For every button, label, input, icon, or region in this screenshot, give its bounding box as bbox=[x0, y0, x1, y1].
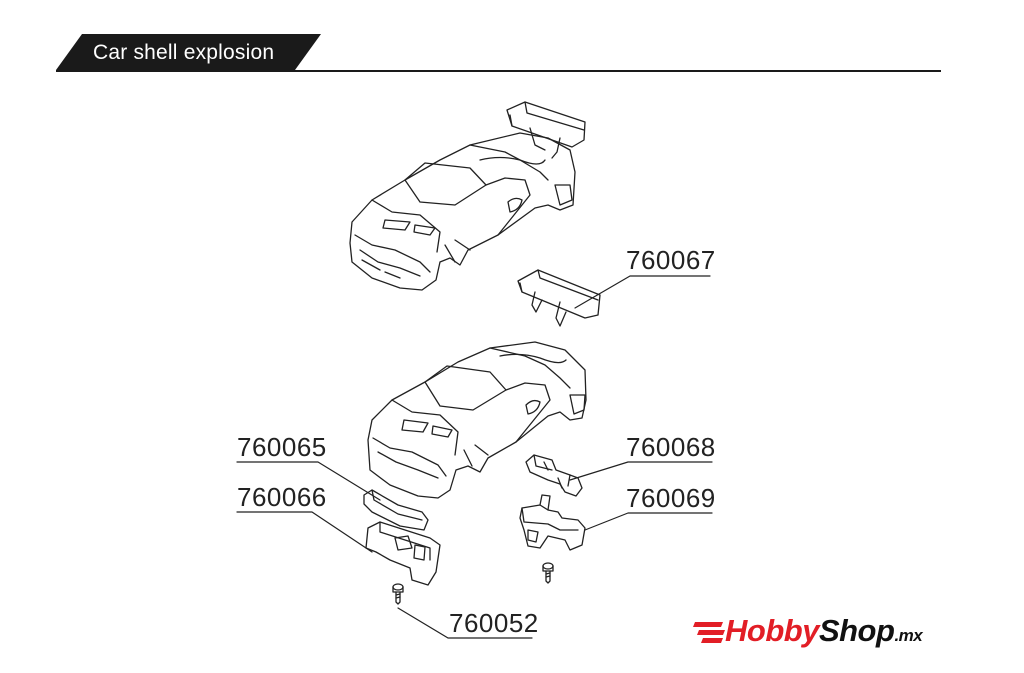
part-number-rear-clip-lower: 760069 bbox=[626, 483, 716, 513]
front-clip-upper-part bbox=[363, 489, 429, 531]
leader-760067 bbox=[574, 275, 711, 309]
hobbyshop-logo: HobbyShop.mx bbox=[693, 613, 983, 651]
speed-lines-icon bbox=[693, 622, 725, 643]
section-title: Car shell explosion bbox=[93, 41, 275, 64]
logo-wordmark: HobbyShop.mx bbox=[725, 613, 923, 649]
rear-clip-lower-part bbox=[519, 494, 586, 551]
logo-brand-dark: Shop bbox=[818, 613, 895, 648]
part-number-front-clip-lower: 760066 bbox=[237, 482, 327, 512]
leader-760066 bbox=[236, 511, 373, 553]
section-header: Car shell explosion bbox=[56, 34, 941, 74]
rear-clip-upper-part bbox=[525, 454, 583, 497]
car-shell-assembled bbox=[349, 101, 586, 291]
screw-right bbox=[542, 562, 554, 584]
part-number-screw: 760052 bbox=[449, 608, 539, 638]
leader-760068 bbox=[569, 461, 713, 481]
logo-brand-red: Hobby bbox=[725, 613, 819, 648]
logo-tld: .mx bbox=[894, 626, 923, 645]
header-rule bbox=[56, 70, 941, 72]
screw-left bbox=[392, 583, 404, 605]
car-shell-body bbox=[367, 341, 587, 499]
front-clip-lower-part bbox=[365, 521, 441, 586]
part-number-front-clip-upper: 760065 bbox=[237, 432, 327, 462]
leader-760065 bbox=[236, 461, 381, 501]
part-number-rear-clip-upper: 760068 bbox=[626, 432, 716, 462]
leader-760052 bbox=[397, 607, 533, 639]
leader-lines bbox=[236, 275, 713, 639]
part-number-wing: 760067 bbox=[626, 245, 716, 275]
leader-760069 bbox=[584, 512, 713, 531]
wing-part bbox=[517, 269, 601, 327]
section-header-tab bbox=[56, 34, 321, 70]
